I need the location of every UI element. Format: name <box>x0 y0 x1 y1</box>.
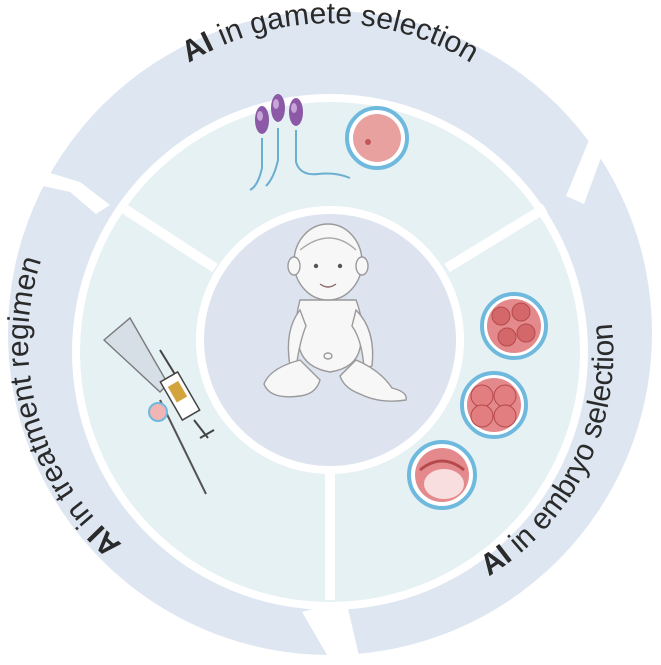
sperm-icon <box>249 94 351 191</box>
syringe-icon <box>102 316 215 495</box>
embryo-icon-morula <box>460 371 528 439</box>
segment-gap-top-right <box>596 118 661 166</box>
segment-gap-bottom <box>302 600 360 660</box>
inner-dividers <box>117 201 548 600</box>
egg-icon <box>345 106 409 170</box>
embryo-icon-4cell <box>480 292 548 360</box>
baby-icon <box>263 223 407 402</box>
segment-gap-top-left <box>34 170 110 214</box>
divider-right <box>444 203 548 273</box>
embryo-icon-blastocyst <box>407 440 477 510</box>
segment-gap-chevron-right <box>566 118 612 204</box>
divider-left <box>117 201 218 273</box>
